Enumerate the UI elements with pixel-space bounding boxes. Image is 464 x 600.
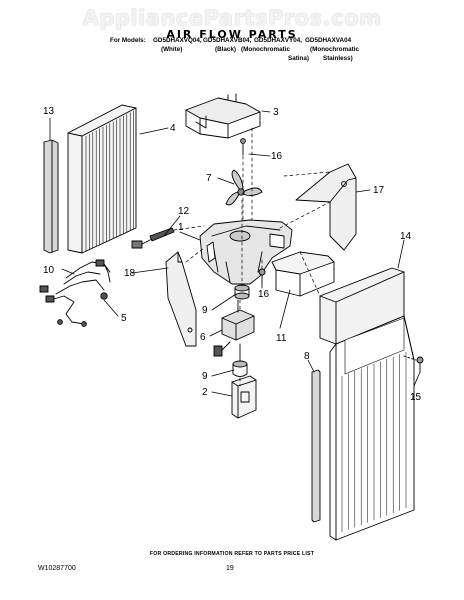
model-variant: Satina) [288, 55, 309, 62]
model-variant: Stainless) [323, 55, 353, 62]
model-variant: (Monochromatic [310, 46, 359, 53]
page-number: 19 [226, 565, 234, 572]
callout-number: 9 [202, 305, 208, 316]
callout-number: 9 [202, 371, 208, 382]
part-9-bushing-upper [234, 284, 250, 300]
callout-number: 10 [43, 265, 55, 276]
part-3-top-duct [185, 93, 261, 139]
callout-number: 7 [206, 173, 212, 184]
part-11-bracket [271, 251, 335, 297]
model-variant: (White) [161, 46, 183, 53]
part-6-motor [213, 299, 255, 357]
part-1-fan-shroud [199, 219, 293, 285]
leader-lines [49, 110, 421, 397]
part-9-bushing-lower [232, 343, 248, 377]
model-variant: (Monochromatic [241, 46, 290, 53]
callout-number: 2 [202, 387, 208, 398]
callout-number: 16 [258, 289, 270, 300]
part-4-grille [67, 104, 137, 254]
callout-number: 18 [124, 268, 136, 279]
part-13-strip [43, 139, 59, 254]
part-16-screw-top [240, 138, 246, 156]
callout-number: 5 [121, 313, 127, 324]
part-10-wire-harness [39, 259, 111, 327]
page-title: AIR FLOW PARTS [166, 28, 298, 41]
callout-labels: 13 4 3 16 7 17 12 1 14 10 18 16 5 9 6 11 8 9 2 15 [43, 106, 422, 403]
callout-number: 15 [410, 392, 422, 403]
model-variant: (Black) [215, 46, 236, 53]
model-number: GD5DHAXVY04, [254, 37, 302, 44]
part-15-screw [403, 355, 424, 373]
part-18-left-panel [165, 251, 197, 347]
callout-number: 16 [271, 151, 283, 162]
assembly-guide-lines [173, 127, 331, 387]
model-number: GD5DHAXVQ04, [153, 37, 202, 44]
part-17-side-panel [295, 163, 357, 251]
model-number: GD5DHAXVA04 [305, 37, 352, 44]
watermark: AppliancePartsPros.com [82, 6, 382, 30]
callout-number: 6 [200, 332, 206, 343]
ordering-note: FOR ORDERING INFORMATION REFER TO PARTS … [149, 551, 315, 557]
document-number: W10287700 [38, 565, 76, 572]
callout-number: 13 [43, 106, 55, 117]
part-7-fan-blade [225, 169, 263, 206]
part-2-motor-bracket [231, 375, 257, 419]
models-prefix: For Models: [110, 37, 146, 44]
callout-number: 8 [304, 351, 310, 362]
callout-number: 17 [373, 185, 385, 196]
callout-number: 3 [273, 107, 279, 118]
callout-number: 4 [170, 123, 176, 134]
part-8-seal-strip [311, 369, 321, 523]
callout-number: 1 [178, 222, 184, 233]
callout-number: 11 [276, 333, 287, 344]
callout-number: 12 [178, 206, 190, 217]
callout-number: 14 [400, 231, 412, 242]
part-14-duct-panel [319, 267, 415, 541]
model-number: GD5DHAXVB04, [203, 37, 252, 44]
